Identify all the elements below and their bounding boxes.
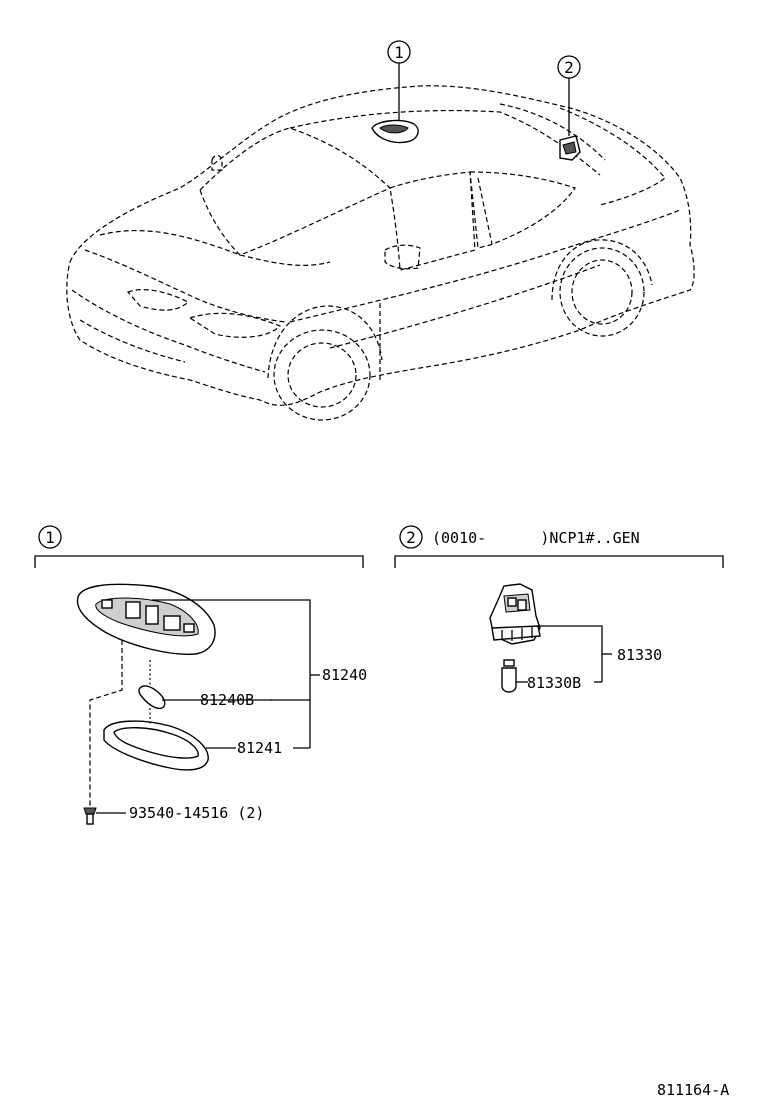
label-81330: 81330 [617,646,662,664]
callout-2-label: 2 [564,58,574,77]
label-81241: 81241 [237,739,282,757]
section-1: 1 [34,525,367,825]
part-81240-housing [76,583,216,655]
section-2-condition: (0010- )NCP1#..GEN [432,529,640,547]
callout-1-label: 1 [394,43,404,62]
callout-2: 2 [557,55,581,136]
label-81240: 81240 [322,666,367,684]
callout-1: 1 [387,40,411,120]
part-screw [83,807,97,825]
label-81330B: 81330B [527,674,581,692]
label-81240B: 81240B [200,691,254,709]
part-81330B-bulb [501,659,517,693]
label-screw: 93540-14516 (2) [129,804,264,822]
car-illustration [66,85,695,421]
section-2: 2 (0010- )NCP1#..GEN 81330 81330B [394,525,724,693]
section-2-marker: 2 [406,528,416,547]
part-81241-lens [103,720,209,771]
part-81240B-bulb [138,685,166,710]
section-1-marker: 1 [45,528,55,547]
diagram-code: 811164-A [657,1081,729,1099]
part-81330-socket [489,583,541,645]
